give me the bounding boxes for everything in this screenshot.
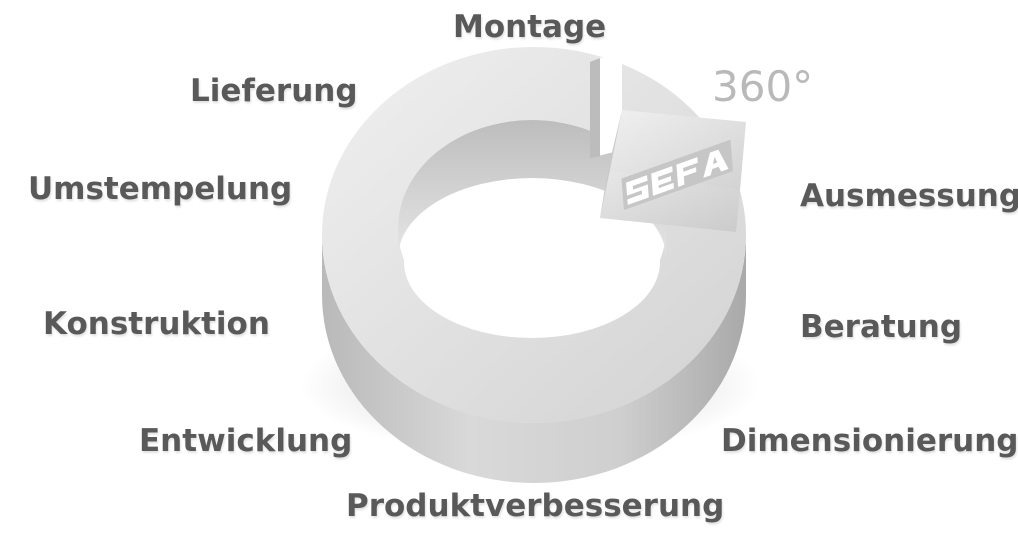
- degree-label: 360°: [712, 62, 814, 111]
- step-label-konstruktion: Konstruktion: [43, 306, 270, 342]
- sefa-logo-icon: [621, 139, 733, 211]
- step-label-produktverbesserung: Produktverbesserung: [346, 488, 725, 524]
- ring-gap-edge: [590, 58, 600, 158]
- step-label-lieferung: Lieferung: [190, 73, 358, 109]
- step-label-montage: Montage: [453, 9, 607, 45]
- step-label-umstempelung: Umstempelung: [28, 171, 293, 207]
- step-label-beratung: Beratung: [800, 309, 963, 345]
- step-label-dimensionierung: Dimensionierung: [721, 423, 1018, 459]
- ring-side: [322, 235, 746, 483]
- ring-hole: [404, 186, 660, 338]
- step-label-ausmessung: Ausmessung: [800, 178, 1018, 214]
- step-label-entwicklung: Entwicklung: [139, 423, 353, 459]
- ring-gap: [598, 56, 622, 156]
- block-left: [600, 110, 622, 218]
